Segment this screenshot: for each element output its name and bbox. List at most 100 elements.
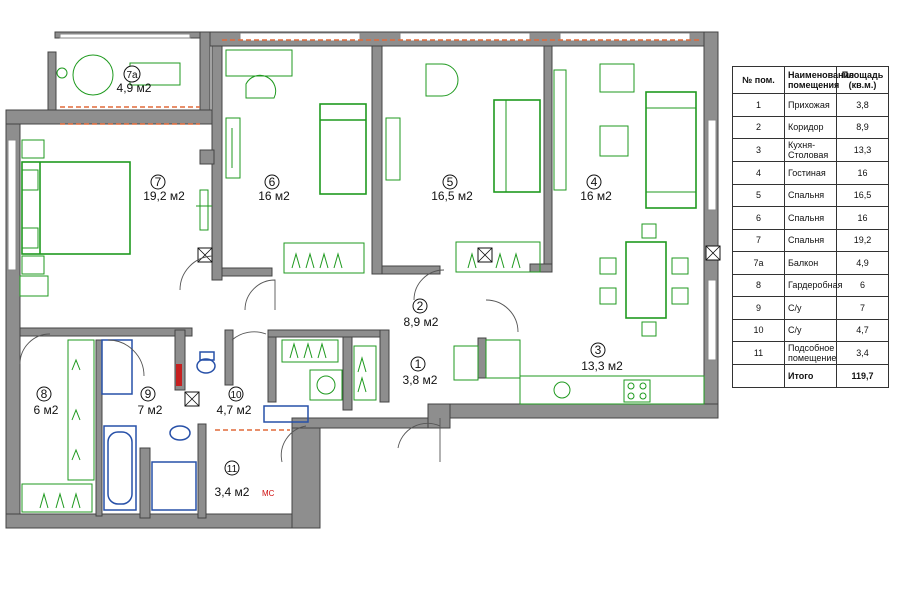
windows [7,32,717,361]
room-6-label: 6 16 м2 [258,174,290,203]
cell-area: 8,9 [836,115,889,139]
cell-area: 119,7 [836,364,889,388]
cell-name: Гостиная [784,161,837,185]
cell-number: 2 [732,115,785,139]
room-8-label: 8 6 м2 [34,386,59,417]
room-area: 7 м2 [138,403,163,417]
cell-name: С/у [784,296,837,320]
room-area: 4,9 м2 [117,81,152,95]
living-room-furniture [553,63,721,261]
wardrobe-furniture [21,339,95,513]
cell-name: Спальня [784,228,837,252]
cell-number: 9 [732,296,785,320]
bedroom-7-furniture [19,139,213,297]
cell-name: Кухня-Столовая [784,138,837,162]
room-5-label: 5 16,5 м2 [431,174,473,203]
cell-name: Подсобное помещение [784,341,837,365]
room-number: 2 [417,299,424,313]
room-number: 10 [230,390,242,401]
cell-area: 6 [836,273,889,297]
room-area: 4,7 м2 [217,403,252,417]
room-11-label: 11 3,4 м2 [215,460,250,499]
hallway-furniture [281,339,479,401]
cell-area: 4,7 [836,318,889,342]
mc-label: МС [262,489,275,498]
cell-area: 4,9 [836,251,889,275]
cell-number: 10 [732,318,785,342]
cell-area: 16 [836,206,889,230]
room-number: 7 [155,175,162,189]
table-header-row: № пом. Наименование помещения Площадь (к… [732,66,889,94]
room-area: 16 м2 [258,189,290,203]
cell-number: 6 [732,206,785,230]
column-header-area: Площадь (кв.м.) [836,66,889,94]
cell-area: 16 [836,161,889,185]
room-1-label: 1 3,8 м2 [403,356,438,387]
cell-name: Спальня [784,206,837,230]
room-10-label: 10 4,7 м2 [217,386,252,417]
bathroom-10-plumbing [176,351,309,423]
cell-name: Итого [784,364,837,388]
cell-name: Гардеробная [784,273,842,297]
bathroom-9-plumbing [101,339,200,511]
room-4-label: 4 16 м2 [580,174,612,203]
cell-name: Коридор [784,115,837,139]
column-header-name: Наименование помещения [784,66,854,94]
kitchen-furniture [485,223,705,405]
cell-name: Балкон [784,251,837,275]
bedroom-5-furniture [385,63,541,273]
cell-number: 5 [732,183,785,207]
cell-name: Прихожая [784,93,837,117]
room-area: 8,9 м2 [404,315,439,329]
room-7-label: 7 19,2 м2 [143,174,185,203]
column-header-number: № пом. [732,66,785,94]
cell-number: 7 [732,228,785,252]
room-number: 7a [126,70,138,81]
room-number: 11 [227,464,238,475]
room-area: 19,2 м2 [143,189,185,203]
cell-area: 3,8 [836,93,889,117]
room-area: 16,5 м2 [431,189,473,203]
room-area-table: № пом. Наименование помещения Площадь (к… [732,66,889,388]
cell-number: 1 [732,93,785,117]
cell-number: 8 [732,273,785,297]
cell-name: Спальня [784,183,837,207]
room-number: 5 [447,175,454,189]
bedroom-6-furniture [225,49,367,274]
cell-area: 7 [836,296,889,320]
cell-number [732,364,785,388]
room-number: 8 [41,387,48,401]
cell-area: 13,3 [836,138,889,162]
cell-area: 3,4 [836,341,889,365]
cell-name: С/у [784,318,837,342]
cell-area: 16,5 [836,183,889,207]
room-number: 9 [145,387,152,401]
cell-number: 7а [732,251,785,275]
cell-number: 3 [732,138,785,162]
room-3-label: 3 13,3 м2 [581,342,623,373]
cell-number: 11 [732,341,785,365]
doors [19,255,519,463]
room-9-label: 9 7 м2 [138,386,163,417]
room-area: 13,3 м2 [581,359,623,373]
room-area: 3,8 м2 [403,373,438,387]
room-labels: 1 3,8 м2 2 8,9 м2 3 13,3 м2 4 16 м2 5 16… [34,65,623,499]
room-area: 6 м2 [34,403,59,417]
room-number: 1 [415,357,422,371]
room-number: 3 [595,343,602,357]
